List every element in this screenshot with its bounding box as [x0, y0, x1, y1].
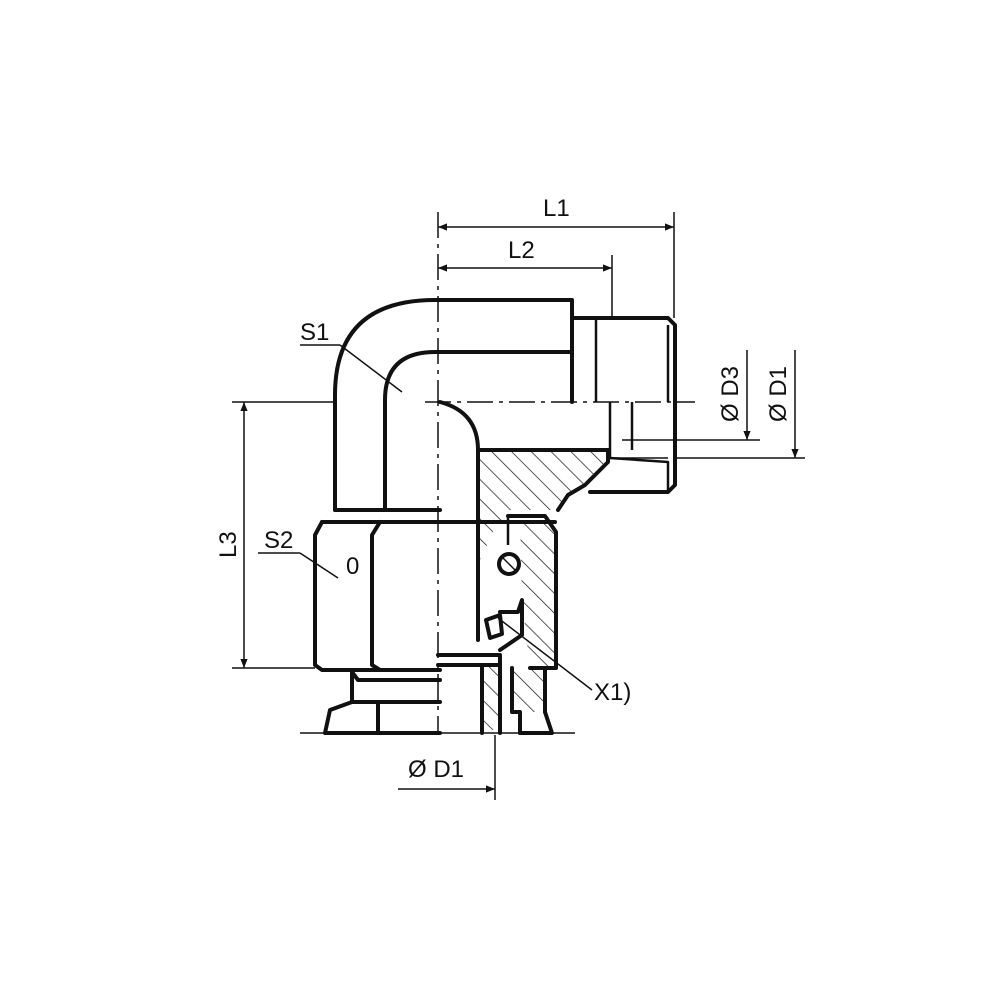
elbow-body [333, 298, 610, 642]
dimension-label-d1-bottom: Ø D1 [408, 756, 464, 783]
dimension-label-l1: L1 [543, 195, 570, 222]
bottom-connection [300, 653, 575, 735]
dimension-lines [232, 212, 805, 800]
dimension-label-l3: L3 [215, 531, 242, 558]
callout-label-x1: X1) [594, 679, 631, 706]
dimension-label-d3: Ø D3 [717, 366, 744, 422]
nut-marking: 0 [346, 553, 359, 580]
dimension-label-s2: S2 [264, 527, 293, 554]
hatched-section [478, 450, 608, 730]
dimension-label-d1-right: Ø D1 [765, 366, 792, 422]
swivel-nut [313, 508, 558, 672]
dimension-label-l2: L2 [508, 237, 535, 264]
dimension-label-s1: S1 [300, 319, 329, 346]
threaded-stud [556, 316, 677, 512]
o-ring-seal [484, 552, 524, 652]
centerlines [425, 212, 695, 735]
